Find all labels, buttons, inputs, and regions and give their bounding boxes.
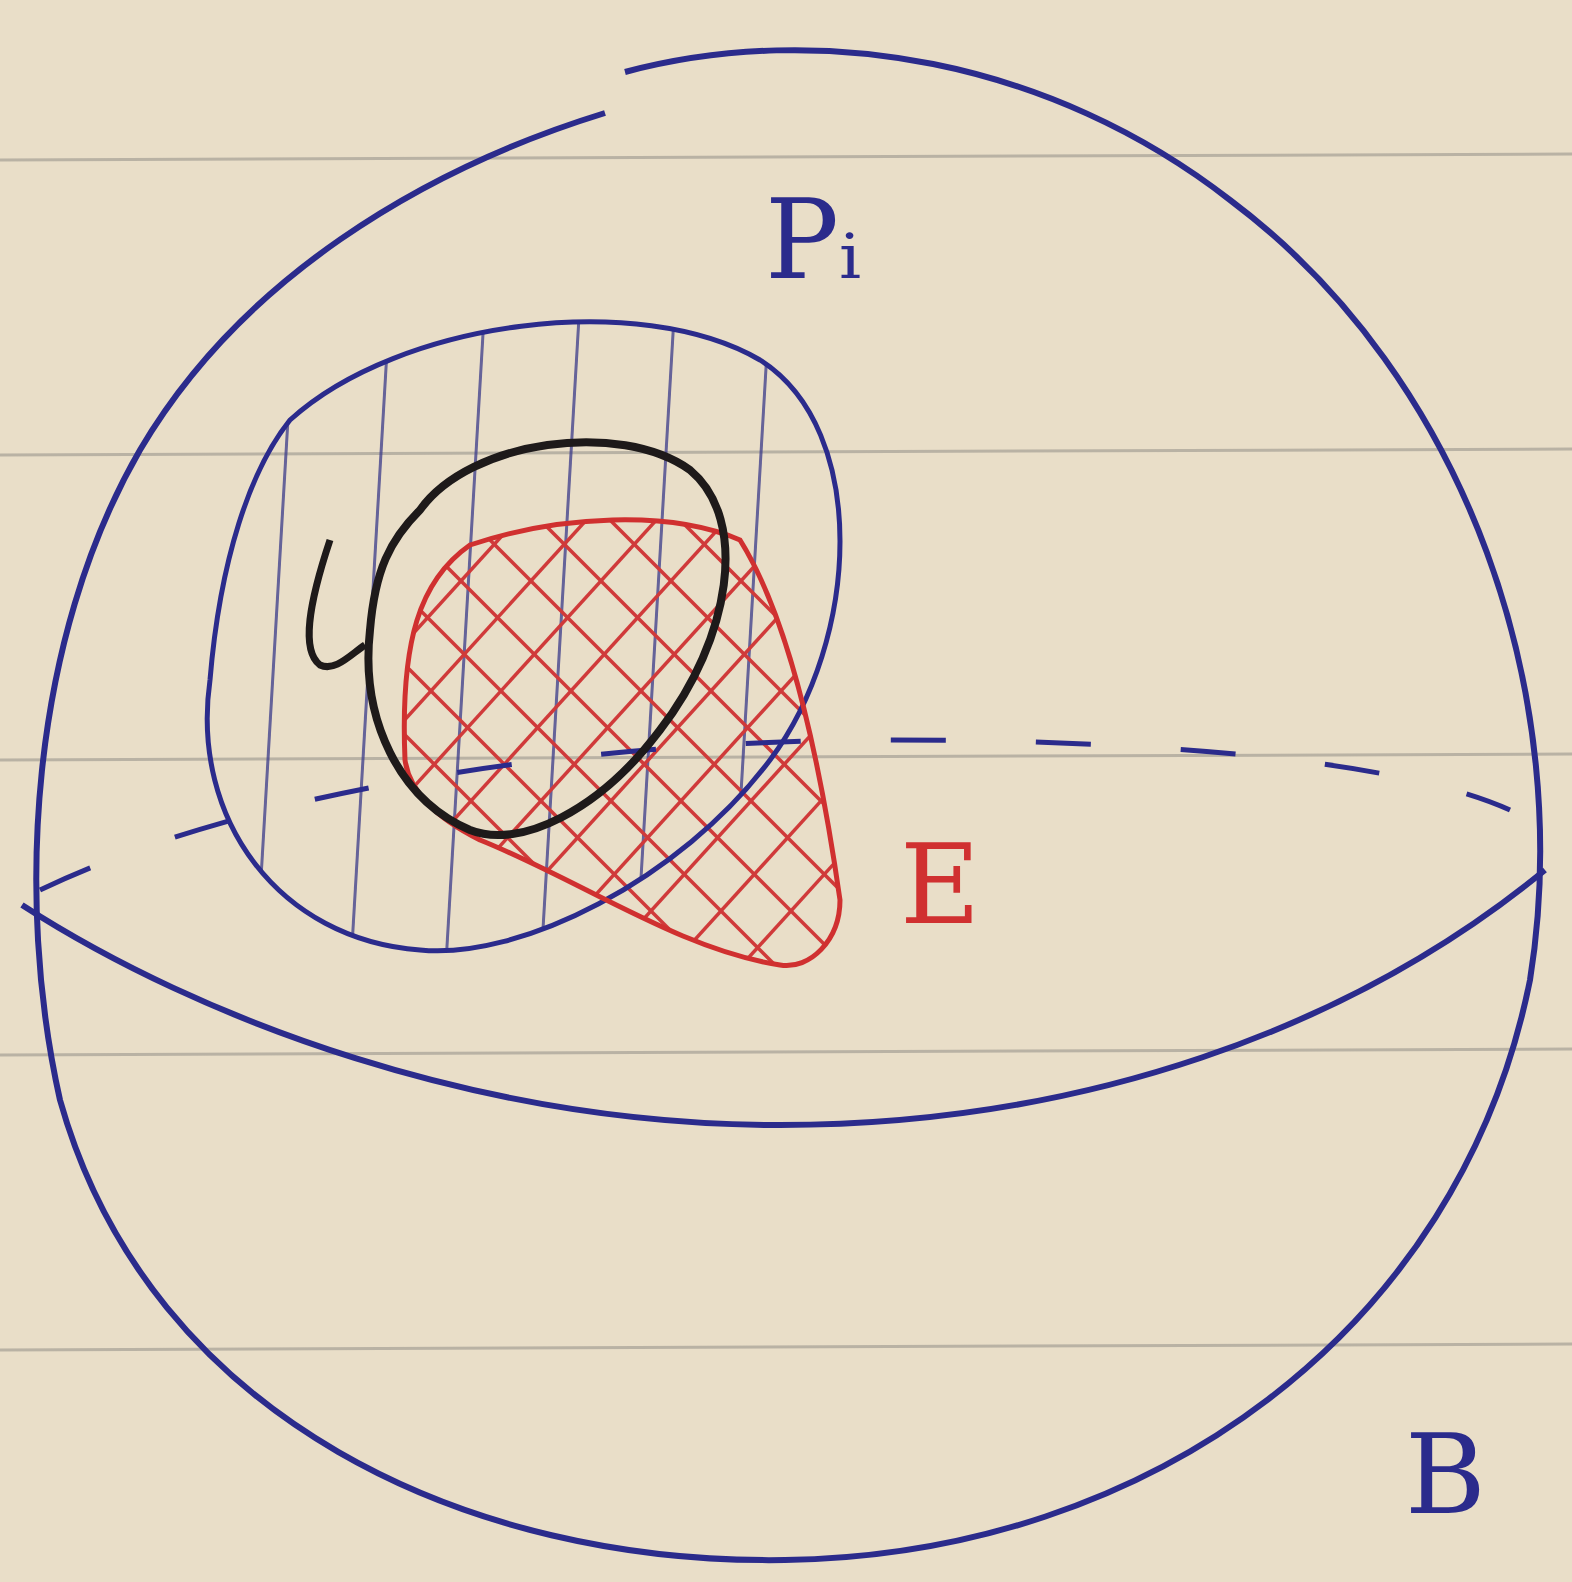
hatch-line bbox=[990, 450, 1490, 1000]
hatch-line bbox=[920, 450, 1420, 1000]
ruled-line bbox=[0, 754, 1572, 760]
ruled-line bbox=[0, 154, 1572, 160]
hatch-line bbox=[255, 300, 295, 980]
hatch-line bbox=[10, 450, 510, 1000]
closed-curve bbox=[368, 442, 725, 835]
region-outline bbox=[207, 322, 840, 951]
hatch-line bbox=[0, 450, 440, 1050]
hatch-line bbox=[820, 450, 1420, 1050]
curve-loop bbox=[309, 540, 365, 667]
set-outline bbox=[404, 520, 840, 966]
ruled-line bbox=[0, 1049, 1572, 1055]
hatch-line bbox=[780, 450, 1280, 1000]
ruled-line bbox=[0, 1344, 1572, 1350]
sphere-outline bbox=[36, 50, 1540, 1560]
part-label: Pᵢ bbox=[765, 185, 861, 295]
ruled-lines bbox=[0, 154, 1572, 1350]
hatch-line bbox=[850, 450, 1350, 1000]
hatch-line bbox=[0, 450, 510, 1050]
hatch-line bbox=[825, 300, 865, 980]
hatch-line bbox=[0, 450, 440, 1000]
part-label: B bbox=[1405, 1420, 1486, 1530]
hatch-line bbox=[0, 450, 370, 1050]
part-label: E bbox=[900, 830, 980, 940]
hatch-line bbox=[610, 450, 1210, 1050]
equator-front bbox=[22, 870, 1545, 1125]
hatch-line bbox=[160, 300, 200, 980]
hatch-line bbox=[470, 450, 1070, 1050]
ruled-line bbox=[0, 449, 1572, 455]
hatch-line bbox=[960, 450, 1560, 1050]
hatch-line bbox=[710, 450, 1210, 1000]
